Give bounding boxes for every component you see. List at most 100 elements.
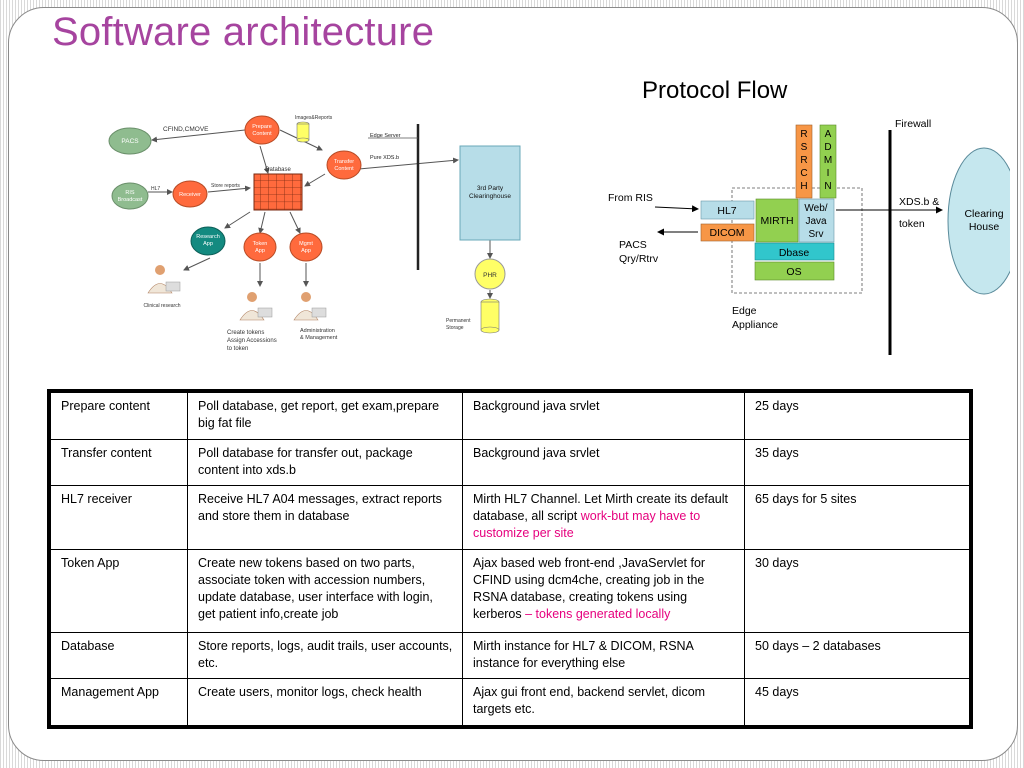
implementation-note: work-but may have to customize per site <box>473 509 701 540</box>
transfer-content-line1: Transfer <box>334 159 354 165</box>
pure-xds-label: Pure XDS.b <box>370 155 399 161</box>
pacs-qry-line2: Qry/Rtrv <box>619 253 659 265</box>
receiver-node: Receiver <box>179 192 201 198</box>
admin-letter-4: I <box>827 168 830 179</box>
pacs-qry-line1: PACS <box>619 239 647 251</box>
implementation-text: Mirth instance for HL7 & DICOM, RSNA ins… <box>473 638 694 670</box>
mirth-box: MIRTH <box>760 215 793 227</box>
component-cell: Prepare content <box>50 392 188 440</box>
effort-cell: 45 days <box>744 678 970 726</box>
implementation-note: – tokens generated locally <box>525 607 671 622</box>
effort-cell: 25 days <box>744 392 970 440</box>
component-cell: HL7 receiver <box>50 484 188 551</box>
create-tokens-line1: Create tokens <box>227 330 264 336</box>
create-tokens-line2: Assign Accessions <box>227 338 277 344</box>
component-cell: Database <box>50 631 188 680</box>
description-cell: Store reports, logs, audit trails, user … <box>187 631 463 680</box>
rsrch-letter-3: R <box>800 155 807 166</box>
rsrch-letter-1: R <box>800 129 807 140</box>
description-cell: Receive HL7 A04 messages, extract report… <box>187 484 463 551</box>
prepare-content-line2: Content <box>252 131 272 137</box>
clinical-research-person-icon <box>147 265 181 294</box>
table-row: HL7 receiver Receive HL7 A04 messages, e… <box>50 484 970 551</box>
table-row: Transfer content Poll database for trans… <box>50 438 970 486</box>
firewall-label: Firewall <box>895 118 931 130</box>
mgmt-app-line1: Mgmt <box>299 241 313 247</box>
token-person-icon <box>239 292 273 321</box>
web-java-line1: Web/ <box>804 203 827 214</box>
table-row: Prepare content Poll database, get repor… <box>50 392 970 440</box>
web-java-line2: Java <box>805 216 827 227</box>
component-cell: Token App <box>50 549 188 633</box>
edge-appliance-line2: Appliance <box>732 319 778 331</box>
token-app-line1: Token <box>253 241 268 247</box>
implementation-cell: Background java srvlet <box>462 438 745 486</box>
ris-broadcast-line2: Broadcast <box>118 197 143 203</box>
xds-token-line1: XDS.b & <box>899 196 939 208</box>
token-app-line2: App <box>255 248 265 254</box>
database-label: Database <box>265 167 291 173</box>
web-java-line3: Srv <box>809 229 824 240</box>
prepare-content-line1: Prepare <box>252 124 272 130</box>
description-cell: Poll database for transfer out, package … <box>187 438 463 486</box>
research-app-line1: Research <box>196 234 220 240</box>
permanent-storage-line2: Storage <box>446 325 464 331</box>
component-cell: Management App <box>50 678 188 726</box>
architecture-diagram: Edge Server Pure XDS.b PACS CFIND,CMOVE … <box>100 108 550 366</box>
dicom-box: DICOM <box>710 227 745 239</box>
mgmt-app-line2: App <box>301 248 311 254</box>
component-table: Prepare content Poll database, get repor… <box>47 389 973 729</box>
hl7-arch-label: HL7 <box>151 186 160 192</box>
implementation-text: Mirth HL7 Channel. Let Mirth create its … <box>473 492 728 523</box>
edge-server-label: Edge Server <box>370 133 401 139</box>
protocol-flow-title: Protocol Flow <box>642 77 788 104</box>
implementation-cell: Ajax based web front-end ,JavaServlet fo… <box>462 549 745 633</box>
implementation-cell: Mirth instance for HL7 & DICOM, RSNA ins… <box>462 631 745 680</box>
clearinghouse-line2: Clearinghouse <box>469 193 511 200</box>
transfer-content-line2: Content <box>334 166 354 172</box>
description-cell: Create users, monitor logs, check health <box>187 678 463 726</box>
implementation-text: Ajax based web front-end ,JavaServlet fo… <box>473 556 706 622</box>
slide-title: Software architecture <box>52 10 435 54</box>
description-cell: Poll database, get report, get exam,prep… <box>187 392 463 440</box>
create-tokens-line3: to token <box>227 346 248 352</box>
ris-broadcast-line1: RIS <box>125 190 135 196</box>
table-row: Token App Create new tokens based on two… <box>50 549 970 633</box>
clearing-house-line1: Clearing <box>964 208 1003 220</box>
phr-node: PHR <box>483 272 497 279</box>
admin-person-icon <box>293 292 327 321</box>
images-reports-label: Images&Reports <box>295 115 333 121</box>
edge-appliance-line1: Edge <box>732 305 757 317</box>
implementation-cell: Mirth HL7 Channel. Let Mirth create its … <box>462 484 745 551</box>
cfind-cmove-label: CFIND,CMOVE <box>163 126 209 133</box>
admin-letter-5: N <box>824 181 831 192</box>
effort-cell: 30 days <box>744 549 970 633</box>
effort-cell: 50 days – 2 databases <box>744 631 970 680</box>
hl7-box: HL7 <box>717 205 736 217</box>
implementation-text: Background java srvlet <box>473 445 600 460</box>
store-reports-label: Store reports <box>211 183 240 189</box>
effort-cell: 35 days <box>744 438 970 486</box>
clinical-research-label: Clinical research <box>144 303 181 309</box>
admin-letter-3: M <box>824 155 832 166</box>
administration-line1: Administration <box>300 328 335 334</box>
os-box: OS <box>786 266 801 278</box>
table-row: Database Store reports, logs, audit trai… <box>50 631 970 680</box>
implementation-text: Ajax gui front end, backend servlet, dic… <box>473 685 706 717</box>
protocol-flow-diagram: Protocol Flow R S R C H A D M I N HL7 DI… <box>570 70 1021 370</box>
implementation-cell: Background java srvlet <box>462 392 745 440</box>
dbase-box: Dbase <box>779 247 810 259</box>
effort-cell: 65 days for 5 sites <box>744 484 970 551</box>
admin-letter-2: D <box>824 142 831 153</box>
admin-letter-1: A <box>825 129 832 140</box>
implementation-cell: Ajax gui front end, backend servlet, dic… <box>462 678 745 726</box>
component-cell: Transfer content <box>50 438 188 486</box>
clearinghouse-line1: 3rd Party <box>477 185 504 192</box>
permanent-storage-line1: Permanent <box>446 318 471 324</box>
research-app-line2: App <box>203 241 213 247</box>
clearing-house-line2: House <box>969 221 1000 233</box>
rsrch-letter-2: S <box>801 142 808 153</box>
administration-line2: & Management <box>300 335 338 341</box>
rsrch-letter-4: C <box>800 168 807 179</box>
implementation-text: Background java srvlet <box>473 399 600 413</box>
